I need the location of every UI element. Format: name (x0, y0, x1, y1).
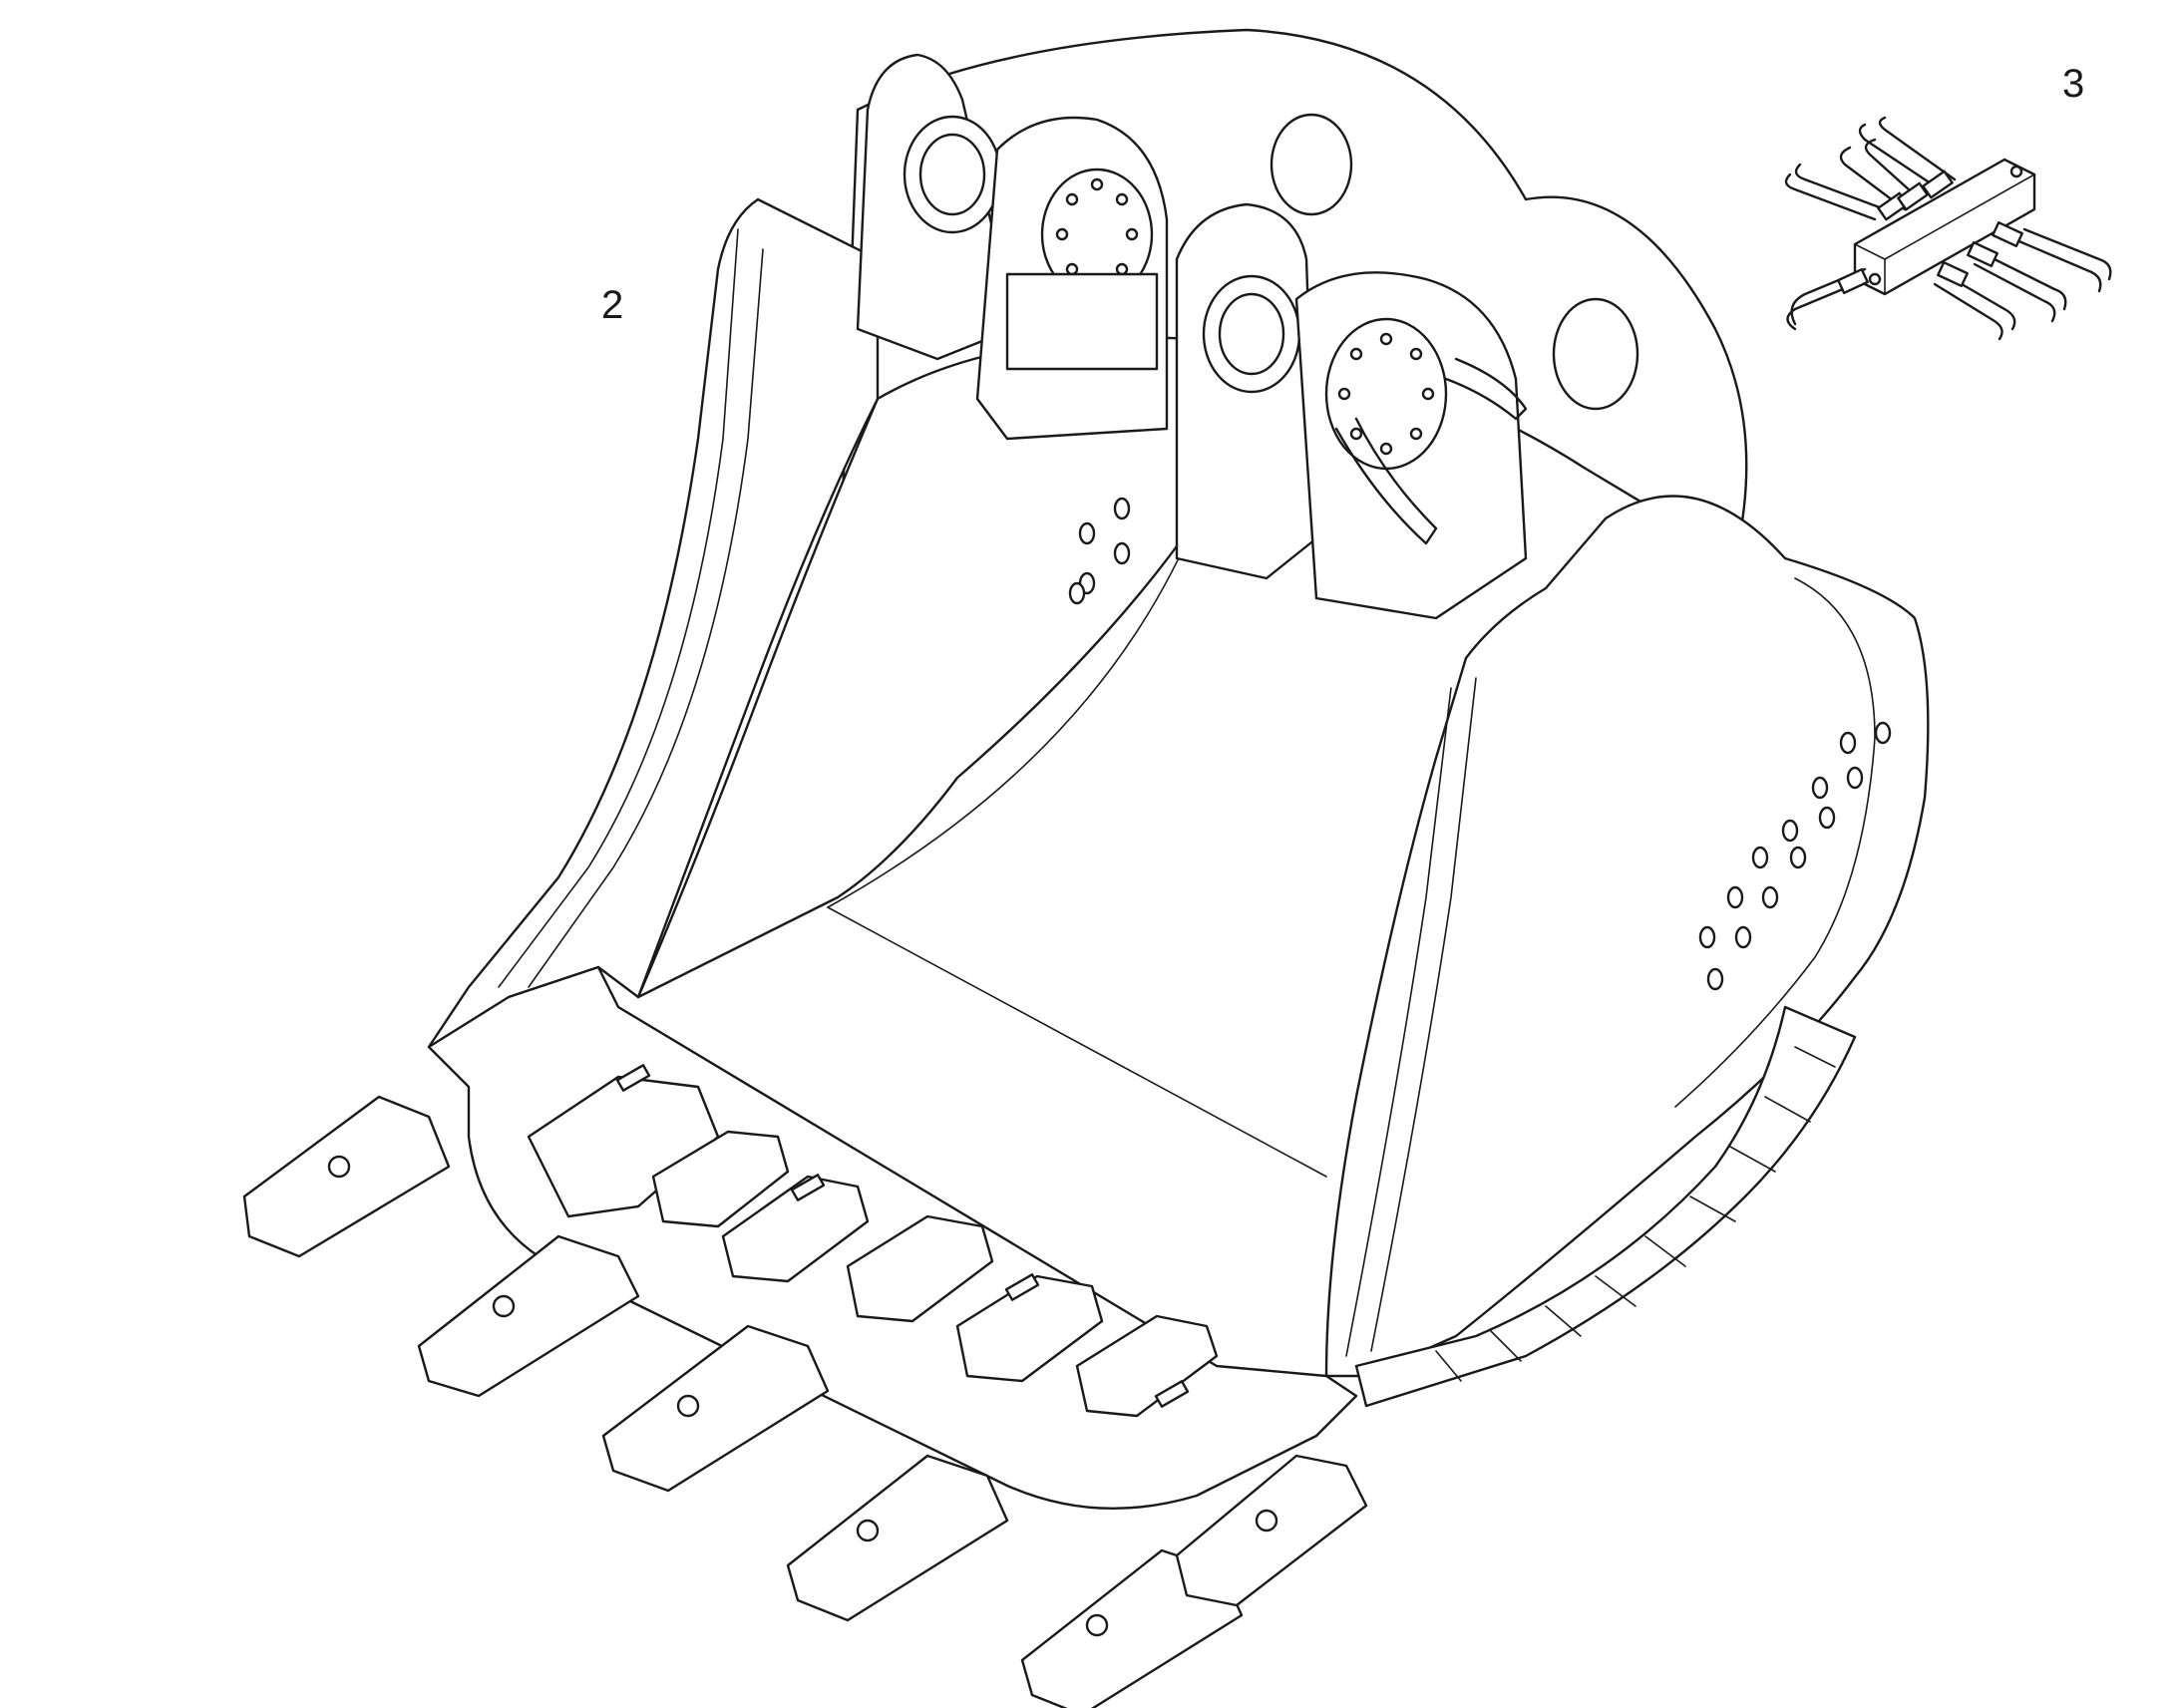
manifold-hoses (1784, 116, 2112, 341)
left-side-plate (427, 197, 880, 1059)
tooth-1 (417, 1234, 640, 1398)
adapter-4 (846, 1214, 994, 1323)
callout-hydraulic-manifold: 3 (2062, 62, 2085, 106)
hose-right-1 (2022, 227, 2112, 281)
adapter-2 (651, 1130, 790, 1228)
right-side-rim (1345, 687, 1452, 1357)
center-link-plate (1005, 272, 1159, 371)
tooth-2 (601, 1324, 830, 1493)
adapter-6 (1075, 1314, 1219, 1418)
left-side-rim (498, 228, 739, 988)
right-side-rim-inner (1370, 677, 1477, 1352)
side-wear-strip-segments (1435, 1046, 1836, 1382)
bucket (242, 28, 1930, 1708)
right-side-panel-edge (1674, 577, 1876, 1108)
back-plate-bolt-holes (1068, 497, 1131, 605)
hose-top-2 (1784, 172, 1877, 221)
tooth-3 (786, 1454, 1009, 1622)
adapter-3 (721, 1175, 870, 1283)
tooth-corner-left (242, 1095, 451, 1258)
right-side-bolt-holes (1698, 721, 1892, 991)
bucket-floor-line (827, 906, 1327, 1178)
hook-bracket (1334, 417, 1438, 545)
mounting-ears (856, 53, 1639, 620)
callout-bucket: 2 (601, 283, 624, 327)
rear-bolt-plate (1270, 113, 1353, 216)
hose-right-2 (1983, 252, 2067, 311)
right-side-plate (1324, 495, 1930, 1378)
hydraulic-manifold (1784, 116, 2112, 341)
adapter-5 (955, 1274, 1104, 1383)
left-side-rim-inner (528, 248, 764, 988)
hose-left-1 (1790, 267, 1867, 326)
hook-bracket-right (1444, 357, 1528, 421)
bucket-teeth (242, 1064, 1368, 1708)
right-rear-bolt-plate (1552, 297, 1639, 411)
hose-top-3 (1858, 123, 1942, 191)
side-wear-strip (1354, 1005, 1857, 1408)
right-bolt-plate-holes (1337, 332, 1435, 456)
hose-top-1 (1839, 146, 1907, 211)
hose-right-3 (1943, 272, 2016, 331)
bucket-inner-curve (827, 517, 1198, 908)
